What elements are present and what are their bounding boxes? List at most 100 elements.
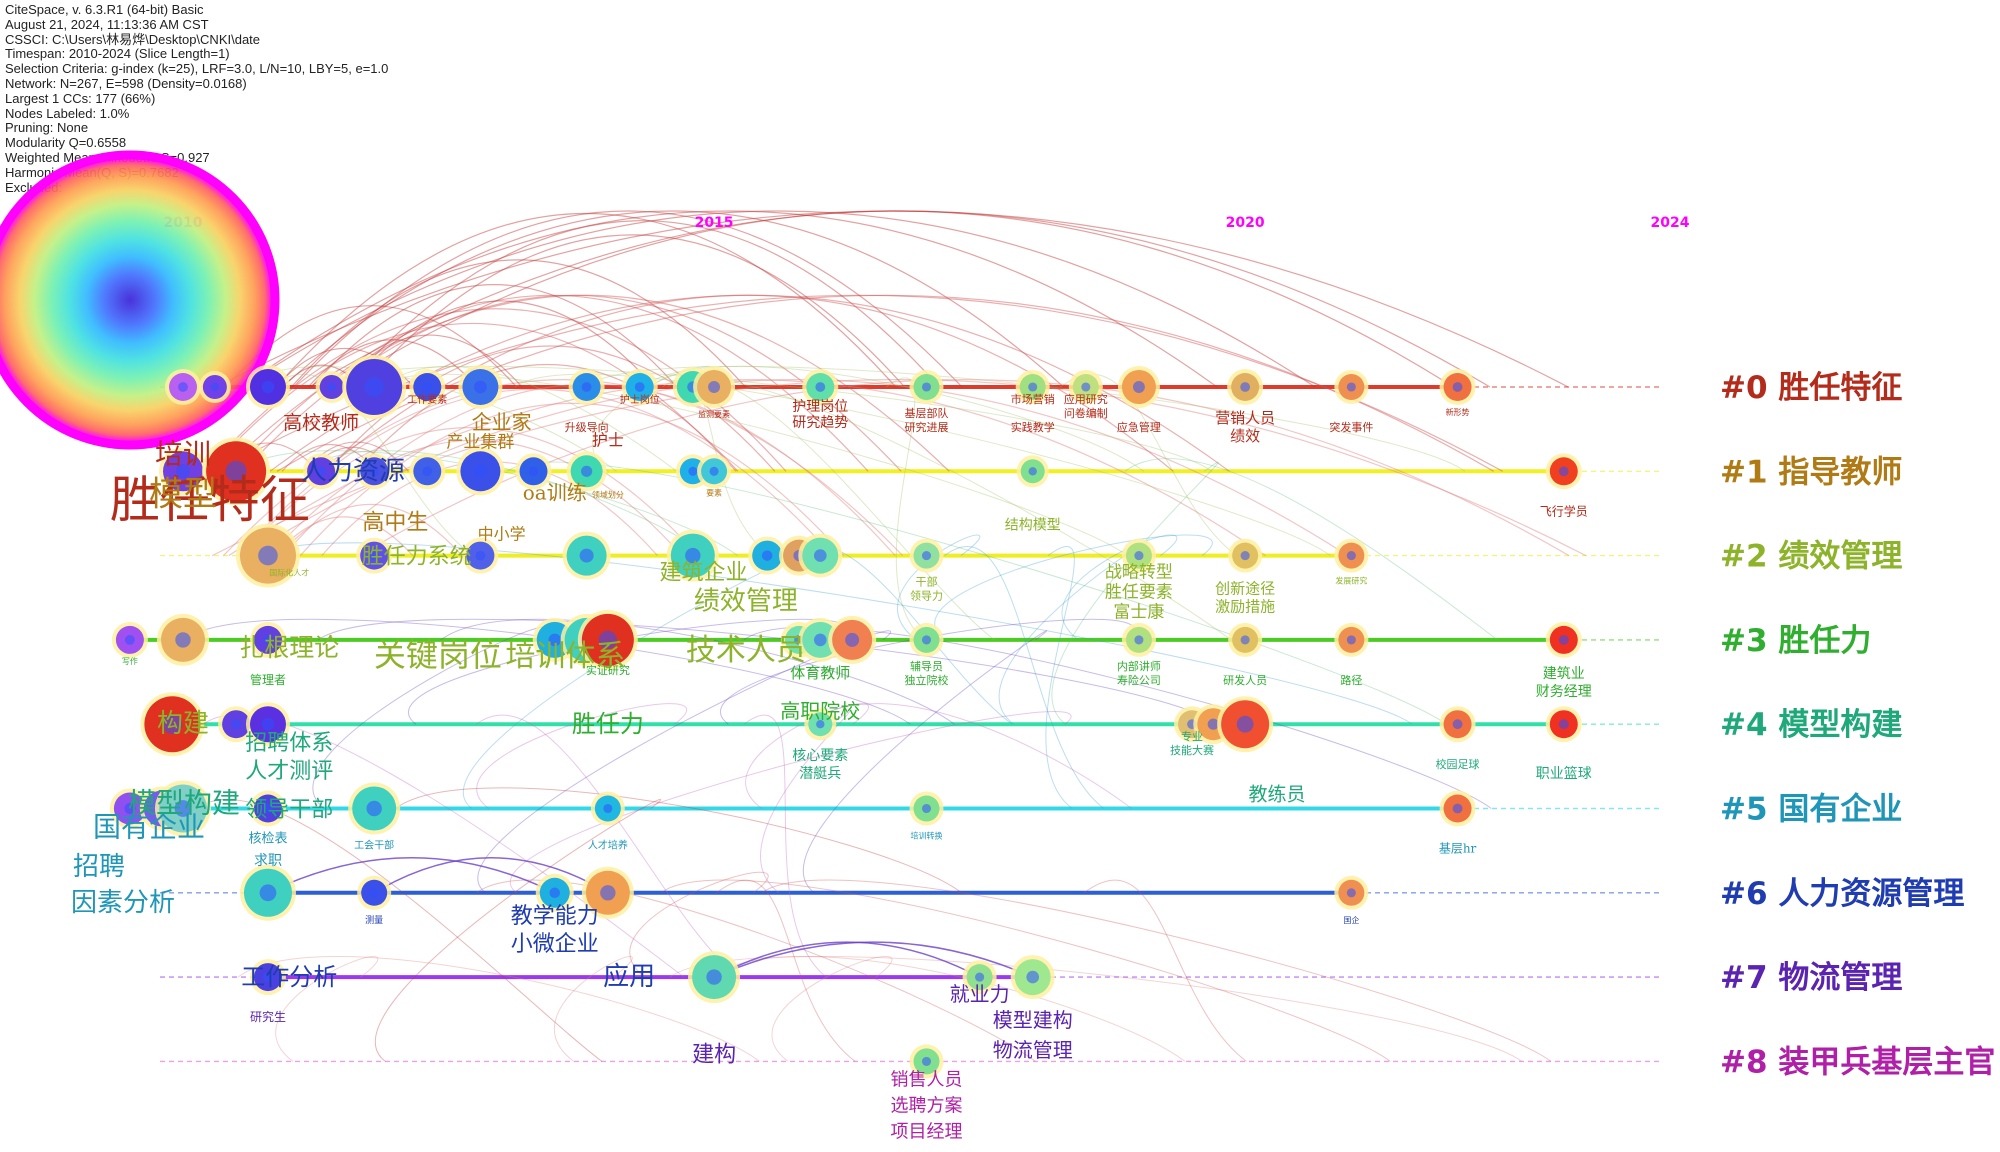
keyword-label: 工作分析	[241, 963, 337, 991]
keyword-node[interactable]	[909, 370, 944, 404]
keyword-node[interactable]	[802, 369, 839, 405]
keyword-node[interactable]	[909, 538, 944, 573]
keyword-node[interactable]	[1117, 366, 1160, 408]
keyword-node[interactable]	[1228, 622, 1263, 657]
cluster-label-3[interactable]: #3 胜任力	[1720, 623, 1871, 659]
keyword-node[interactable]	[1334, 875, 1369, 910]
keyword-node[interactable]	[165, 369, 201, 405]
keyword-node[interactable]	[356, 537, 393, 574]
keyword-node[interactable]	[562, 531, 611, 580]
citation-arc	[713, 941, 980, 978]
keyword-node[interactable]	[249, 621, 286, 658]
keyword-node[interactable]	[535, 873, 574, 912]
keyword-node[interactable]	[828, 615, 877, 664]
cluster-label-6[interactable]: #6 人力资源管理	[1720, 876, 1964, 912]
link-curve	[196, 799, 603, 1062]
keyword-node[interactable]	[109, 788, 150, 829]
keyword-node[interactable]	[155, 780, 211, 837]
keyword-node[interactable]	[356, 453, 393, 490]
keyword-node[interactable]	[1121, 622, 1156, 657]
cluster-label-5[interactable]: #5 国有企业	[1720, 792, 1902, 828]
keyword-node[interactable]	[568, 369, 605, 405]
keyword-node[interactable]	[1121, 538, 1156, 573]
keyword-node[interactable]	[566, 451, 607, 492]
keyword-node[interactable]	[303, 453, 340, 490]
keyword-node[interactable]	[245, 365, 290, 409]
keyword-node[interactable]	[342, 355, 407, 419]
keyword-node[interactable]	[458, 365, 503, 409]
cluster-label-8[interactable]: #8 装甲兵基层主官	[1720, 1044, 1995, 1080]
cluster-label-2[interactable]: #2 绩效管理	[1720, 539, 1902, 575]
keyword-node[interactable]	[590, 791, 625, 826]
keyword-node[interactable]	[798, 533, 843, 578]
keyword-node[interactable]	[348, 782, 401, 835]
keyword-node[interactable]	[804, 708, 837, 741]
node-center	[316, 466, 326, 477]
keyword-node[interactable]	[748, 536, 787, 575]
keyword-node[interactable]	[1545, 621, 1582, 658]
keyword-node[interactable]	[1545, 706, 1582, 743]
keyword-node[interactable]	[1439, 369, 1476, 405]
node-center	[162, 714, 183, 734]
keyword-label: 新形势	[1446, 407, 1470, 417]
keyword-node[interactable]	[159, 447, 207, 496]
keyword-node[interactable]	[1068, 370, 1103, 404]
keyword-node[interactable]	[456, 447, 505, 496]
keyword-node[interactable]	[1015, 370, 1050, 404]
keyword-node[interactable]	[693, 366, 736, 408]
cluster-label-7[interactable]: #7 物流管理	[1720, 960, 1902, 996]
keyword-label: 职业篮球	[1536, 766, 1592, 782]
link-curve	[476, 703, 687, 809]
link-curve	[743, 714, 827, 978]
keyword-node[interactable]	[462, 537, 499, 574]
keyword-node[interactable]	[697, 454, 732, 489]
cluster-label-4[interactable]: #4 模型构建	[1720, 707, 1902, 743]
keyword-node[interactable]	[1016, 455, 1049, 488]
keyword-node[interactable]	[962, 960, 997, 995]
keyword-node[interactable]	[111, 621, 148, 658]
keyword-node[interactable]	[909, 622, 944, 657]
keyword-node[interactable]	[245, 702, 290, 747]
keyword-node[interactable]	[202, 437, 271, 506]
keyword-node[interactable]	[198, 371, 231, 403]
keyword-node[interactable]	[1334, 538, 1369, 573]
keyword-node[interactable]	[909, 791, 944, 826]
keyword-node[interactable]	[581, 866, 634, 919]
cluster-label-0[interactable]: #0 胜任特征	[1720, 370, 1902, 406]
link-curve	[885, 377, 926, 641]
central-node[interactable]	[0, 150, 280, 450]
keyword-node[interactable]	[1227, 369, 1264, 405]
keyword-node[interactable]	[621, 369, 658, 405]
keyword-node[interactable]	[157, 613, 209, 666]
keyword-node[interactable]	[249, 790, 286, 827]
keyword-node[interactable]	[249, 959, 286, 996]
keyword-node[interactable]	[239, 864, 296, 921]
keyword-node[interactable]	[688, 951, 741, 1004]
keyword-node[interactable]	[515, 453, 552, 490]
keyword-node[interactable]	[409, 369, 446, 405]
keyword-node[interactable]	[577, 609, 638, 670]
keyword-node[interactable]	[218, 706, 255, 743]
keyword-node[interactable]	[1334, 370, 1369, 404]
keyword-node[interactable]	[1439, 790, 1476, 827]
keyword-node[interactable]	[1010, 955, 1055, 1000]
keyword-node[interactable]	[1439, 706, 1476, 743]
keyword-node[interactable]	[1334, 622, 1369, 657]
citation-arc	[307, 339, 478, 388]
keyword-node[interactable]	[1545, 453, 1582, 490]
keyword-node[interactable]	[140, 692, 205, 757]
keyword-node[interactable]	[409, 453, 446, 490]
node-胜任特征[interactable]	[0, 155, 275, 445]
keyword-node[interactable]	[357, 875, 392, 910]
citation-arc	[336, 210, 1454, 388]
node-center	[1134, 635, 1144, 645]
keyword-node[interactable]	[1217, 696, 1274, 753]
keyword-node[interactable]	[235, 523, 300, 588]
keyword-node[interactable]	[1228, 538, 1263, 573]
keyword-node[interactable]	[666, 529, 719, 582]
cluster-label-1[interactable]: #1 指导教师	[1720, 454, 1902, 490]
keyword-label: 护士	[592, 430, 624, 449]
keyword-nodes[interactable]	[109, 355, 1582, 1079]
keyword-node[interactable]	[909, 1044, 944, 1079]
keyword-node[interactable]	[315, 371, 348, 403]
